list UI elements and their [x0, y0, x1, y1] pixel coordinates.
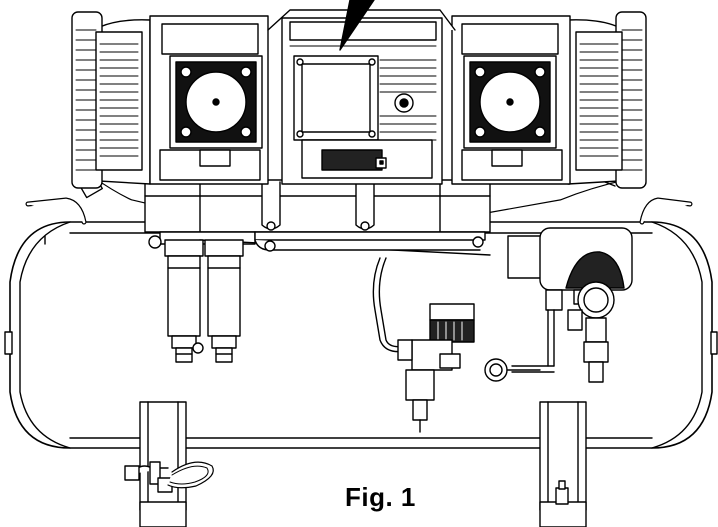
cylinder-head-left	[72, 12, 268, 188]
cylinder-head-right	[452, 12, 646, 188]
drain-valve	[125, 462, 213, 492]
filter-right	[205, 240, 243, 362]
figure-caption: Fig. 1	[345, 482, 416, 512]
motor-housing	[268, 0, 455, 184]
regulator-valve	[398, 304, 540, 432]
pressure-switch	[373, 228, 632, 382]
manifold-block	[145, 180, 490, 255]
filter-left	[165, 240, 203, 362]
tank-handles	[28, 200, 690, 222]
